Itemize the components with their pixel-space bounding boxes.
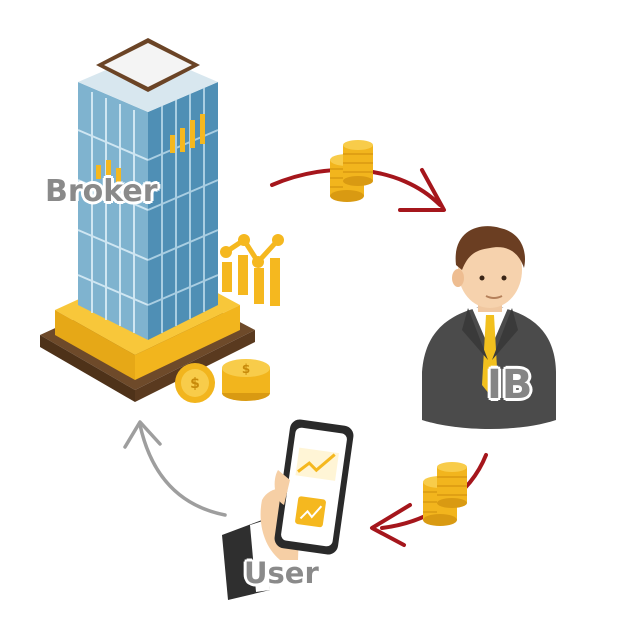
coin-stack-icon [330,140,373,202]
businessman-icon [422,226,556,429]
user-label: User [244,556,319,590]
arrow-user-to-broker [123,420,227,517]
growth-chart-icon [220,234,284,306]
broker-label: Broker [45,174,158,209]
coin-stack-icon: $ $ [175,359,270,403]
svg-text:$: $ [190,376,200,392]
coin-stack-icon [423,462,467,526]
broker-building-icon [40,38,255,402]
ib-label: IB [487,362,533,408]
svg-text:$: $ [242,362,250,376]
smartphone-icon [222,419,354,600]
